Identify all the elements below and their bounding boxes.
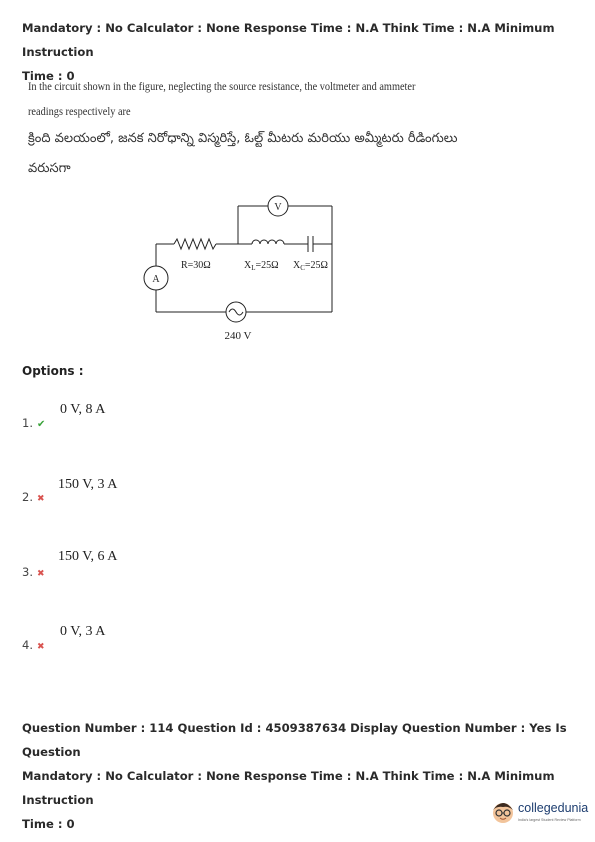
ammeter-symbol: A — [152, 274, 160, 285]
resistor-symbol — [173, 237, 217, 251]
voltmeter-circle — [267, 195, 289, 217]
incorrect-cross-icon: ✖ — [36, 642, 45, 652]
meta-line-1: Mandatory : No Calculator : None Respons… — [22, 21, 555, 59]
source-voltage-label: 240 V — [225, 330, 252, 342]
meta-bottom-line-1: Question Number : 114 Question Id : 4509… — [22, 721, 567, 759]
question-meta-top: Mandatory : No Calculator : None Respons… — [22, 16, 582, 88]
option-1-number: 1.✔ — [22, 416, 46, 430]
meta-bottom-line-2: Mandatory : No Calculator : None Respons… — [22, 769, 555, 807]
option-3-value[interactable]: 150 V, 6 A — [58, 549, 118, 564]
voltmeter-symbol: V — [274, 202, 282, 213]
correct-check-icon: ✔ — [36, 419, 46, 430]
option-3-number: 3.✖ — [22, 565, 45, 579]
option-4-number: 4.✖ — [22, 638, 45, 652]
incorrect-cross-icon: ✖ — [36, 494, 45, 504]
question-meta-bottom: Question Number : 114 Question Id : 4509… — [22, 716, 582, 836]
meta-line-2: Time : 0 — [22, 69, 75, 83]
circuit-diagram: V A R=30Ω XL=25Ω XC=25Ω 240 V — [143, 195, 333, 342]
question-telugu-line-1: క్రింది వలయంలో, జనక నిరోధాన్ని విస్మరిస్… — [28, 131, 458, 146]
question-english-line-2: readings respectively are — [28, 104, 131, 118]
mascot-icon — [493, 803, 513, 823]
meta-bottom-line-3: Time : 0 — [22, 817, 75, 831]
incorrect-cross-icon: ✖ — [36, 569, 45, 579]
option-2-value[interactable]: 150 V, 3 A — [58, 477, 118, 492]
question-text-telugu: క్రింది వలయంలో, జనక నిరోధాన్ని విస్మరిస్… — [28, 124, 568, 184]
option-1-value[interactable]: 0 V, 8 A — [60, 402, 106, 417]
capacitor-label: XC=25Ω — [293, 260, 328, 272]
option-2-number: 2.✖ — [22, 490, 45, 504]
question-telugu-line-2: వరుసగా — [28, 161, 71, 176]
logo-tagline: India's largest Student Review Platform — [518, 818, 581, 822]
resistor-label: R=30Ω — [181, 260, 211, 271]
ac-source-wave — [228, 308, 244, 316]
inductor-symbol — [251, 239, 285, 245]
option-4-value[interactable]: 0 V, 3 A — [60, 624, 106, 639]
options-heading: Options : — [22, 364, 84, 378]
question-english-line-1: In the circuit shown in the figure, negl… — [28, 79, 416, 93]
collegedunia-logo: collegedunia India's largest Student Rev… — [490, 797, 590, 831]
ammeter-circle — [143, 265, 169, 291]
logo-name: collegedunia — [518, 801, 589, 815]
question-text-english: In the circuit shown in the figure, negl… — [28, 74, 544, 124]
inductor-label: XL=25Ω — [244, 260, 279, 272]
